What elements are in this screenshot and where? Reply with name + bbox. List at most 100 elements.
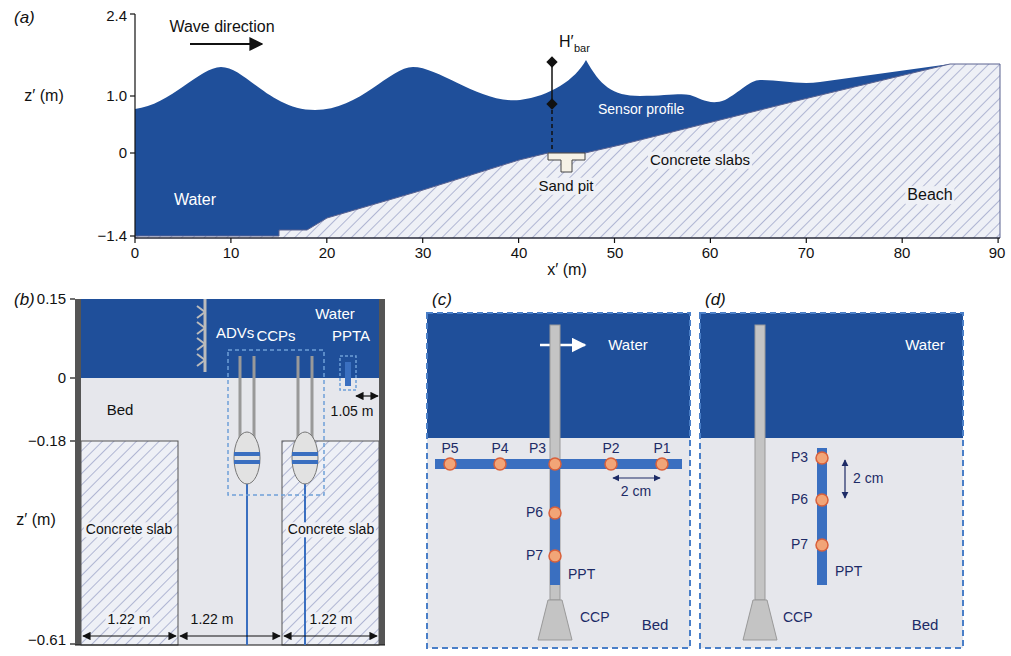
tick-label: 1.0 xyxy=(106,88,127,105)
flow-arrow xyxy=(540,344,585,347)
axis xyxy=(130,14,1000,238)
ppta xyxy=(340,356,378,396)
tick-label: 10 xyxy=(223,245,240,262)
region-label: Bed xyxy=(642,617,669,634)
wave-height-label: H′ xyxy=(559,33,574,51)
bed xyxy=(75,378,385,645)
dimension xyxy=(613,477,660,478)
tick-label: −0.18 xyxy=(28,433,66,450)
annotation: Wave direction xyxy=(169,18,274,36)
axis-ticks xyxy=(710,238,711,243)
dimension xyxy=(180,635,280,636)
sensor-port xyxy=(816,494,828,506)
dimension xyxy=(844,460,845,498)
instrument-label: CCP xyxy=(783,610,813,625)
tick-label: 0 xyxy=(58,370,66,387)
panel-label: (b) xyxy=(14,291,35,310)
instrument-label: PPT xyxy=(568,567,595,582)
instrument-label: PPT xyxy=(835,564,862,579)
ppt-detail-c xyxy=(427,313,690,648)
concrete-slab xyxy=(81,441,178,645)
region-label: Water xyxy=(315,306,354,323)
axis xyxy=(130,13,135,14)
sensor-profile xyxy=(551,110,553,150)
axis xyxy=(70,440,75,441)
instrument-label: ADVs xyxy=(216,325,254,342)
ccp-array xyxy=(292,460,318,464)
ccp-base xyxy=(538,600,572,640)
ccp-array xyxy=(246,470,248,645)
region-label: Concrete slab xyxy=(286,522,376,537)
tick-label: 20 xyxy=(319,245,336,262)
ppta xyxy=(356,395,378,396)
ccp-rod xyxy=(550,325,560,600)
sensor-port xyxy=(816,539,828,551)
axis xyxy=(70,299,75,644)
region-label: Sand pit xyxy=(536,178,595,195)
ccp-array xyxy=(304,470,306,645)
ccp-array xyxy=(234,432,260,484)
ccp-array xyxy=(228,350,324,645)
instrument-label: PPTA xyxy=(332,328,370,345)
axis xyxy=(130,235,135,236)
axis xyxy=(70,643,75,644)
ccp-array xyxy=(311,356,314,440)
dimension xyxy=(83,635,176,636)
sensor-port xyxy=(605,458,617,470)
diamond xyxy=(546,98,557,109)
ccp-array xyxy=(253,356,256,440)
region-label: Water xyxy=(174,191,216,209)
region-label: Bed xyxy=(912,617,939,634)
ppt-bar xyxy=(435,459,682,469)
axis xyxy=(135,237,1000,238)
ccp-array xyxy=(239,356,242,440)
region-label: Concrete slabs xyxy=(648,152,752,169)
sensor-port xyxy=(549,458,561,470)
dimension-label: 2 cm xyxy=(853,471,883,486)
ccp-array xyxy=(297,356,300,440)
instrument-label: CCP xyxy=(580,610,610,625)
instrument-label: CCPs xyxy=(256,328,295,345)
sensor-port xyxy=(656,458,668,470)
axis-title: x′ (m) xyxy=(547,261,586,279)
water xyxy=(135,60,1000,238)
ccp-array xyxy=(292,432,318,484)
dimension-label: 1.05 m xyxy=(329,404,376,419)
wall xyxy=(75,299,81,645)
region-label: Water xyxy=(905,337,944,354)
wave-height xyxy=(551,62,553,104)
wave-arrow xyxy=(190,43,262,45)
tick-label: −0.61 xyxy=(28,632,66,649)
axis-ticks xyxy=(806,238,807,243)
axis-title: z′ (m) xyxy=(16,511,55,529)
axis-ticks xyxy=(518,238,519,243)
axis xyxy=(134,14,135,238)
sensor-label: P6 xyxy=(526,505,543,520)
axis-ticks xyxy=(230,238,231,243)
axis xyxy=(130,95,135,96)
sensor-label: P2 xyxy=(602,441,619,456)
tick-label: 60 xyxy=(702,245,719,262)
tick-label: 80 xyxy=(894,245,911,262)
tick-label: 2.4 xyxy=(106,8,127,25)
axis-title: z′ (m) xyxy=(24,87,63,105)
sensor-port xyxy=(816,452,828,464)
panel-label: (c) xyxy=(432,291,452,310)
wall xyxy=(379,299,385,645)
axis-ticks xyxy=(902,238,903,243)
axis xyxy=(70,298,75,299)
tick-label: 0 xyxy=(131,245,139,262)
tick-label: 70 xyxy=(798,245,815,262)
region-label: Bed xyxy=(105,402,136,419)
sensor-label: P3 xyxy=(791,450,808,465)
region-label: Concrete slab xyxy=(84,522,174,537)
axis xyxy=(130,152,135,153)
axis-ticks xyxy=(326,238,327,243)
adv-array xyxy=(197,299,205,372)
sensor-port xyxy=(816,452,828,551)
bed xyxy=(700,313,963,648)
sensor-label: P6 xyxy=(791,492,808,507)
diamond xyxy=(546,56,557,67)
